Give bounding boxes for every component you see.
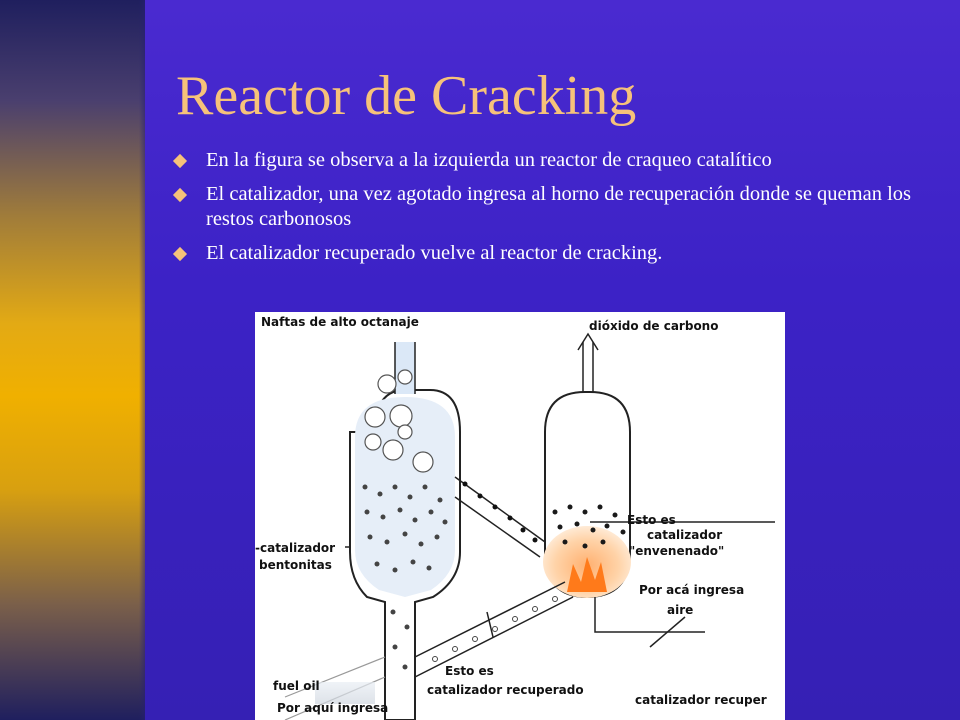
co2-arrow-icon bbox=[577, 332, 599, 351]
regenerated-catalyst-particles bbox=[432, 596, 558, 662]
label-esto-es-2: Esto es bbox=[445, 664, 494, 678]
label-dioxido: dióxido de carbono bbox=[589, 319, 718, 333]
regenerator-particles bbox=[552, 504, 626, 549]
regenerated-catalyst-pipe bbox=[414, 581, 574, 678]
label-por-aca: Por acá ingresa bbox=[639, 583, 744, 597]
label-cat-recuperado: catalizador recuperado bbox=[427, 683, 584, 697]
spent-catalyst-pipe bbox=[454, 476, 546, 558]
side-decor-band bbox=[0, 0, 145, 720]
bullet-text: En la figura se observa a la izquierda u… bbox=[206, 149, 772, 171]
slide-title: Reactor de Cracking bbox=[176, 65, 637, 127]
diamond-bullet-icon bbox=[172, 153, 188, 169]
label-fuel-oil: fuel oil bbox=[273, 679, 320, 693]
reactor-bubbles bbox=[364, 369, 434, 473]
label-por-aqui: Por aquí ingresa bbox=[277, 701, 388, 715]
bullet-text: El catalizador recuperado vuelve al reac… bbox=[206, 242, 663, 264]
fuel-oil-mist bbox=[315, 682, 375, 704]
reactor-diagram-svg: Naftas de alto octanaje dióxido de carbo… bbox=[255, 312, 785, 720]
diamond-bullet-icon bbox=[172, 187, 188, 203]
reactor-interior bbox=[355, 397, 455, 597]
label-bentonitas: bentonitas bbox=[259, 558, 332, 572]
diagram-bg bbox=[255, 312, 785, 720]
reactor-outlet bbox=[395, 342, 415, 394]
diamond-bullet-icon bbox=[172, 246, 188, 262]
regenerator-outlet bbox=[582, 342, 594, 392]
bullet-list: En la figura se observa a la izquierda u… bbox=[170, 148, 930, 275]
label-catalizador: -catalizador bbox=[255, 541, 335, 555]
label-aire: aire bbox=[667, 603, 693, 617]
label-cat-recuper: catalizador recuper bbox=[635, 693, 767, 707]
label-naftas: Naftas de alto octanaje bbox=[261, 315, 419, 329]
spent-catalyst-particles bbox=[462, 481, 538, 543]
flame-icon bbox=[567, 557, 607, 592]
air-pointer-line bbox=[649, 616, 686, 648]
bullet-item: El catalizador recuperado vuelve al reac… bbox=[170, 241, 930, 266]
bullet-text: El catalizador, una vez agotado ingresa … bbox=[206, 183, 911, 230]
label-esto-es-1: Esto es bbox=[627, 513, 676, 527]
reactor-diagram: Naftas de alto octanaje dióxido de carbo… bbox=[255, 312, 785, 720]
bullet-item: En la figura se observa a la izquierda u… bbox=[170, 148, 930, 173]
reactor-catalyst-particles bbox=[362, 484, 448, 670]
bullet-item: El catalizador, una vez agotado ingresa … bbox=[170, 182, 930, 232]
label-envenenado: "envenenado" bbox=[629, 544, 724, 558]
recovered-catalyst-pointer bbox=[486, 611, 494, 638]
label-catalizador-2: catalizador bbox=[647, 528, 722, 542]
